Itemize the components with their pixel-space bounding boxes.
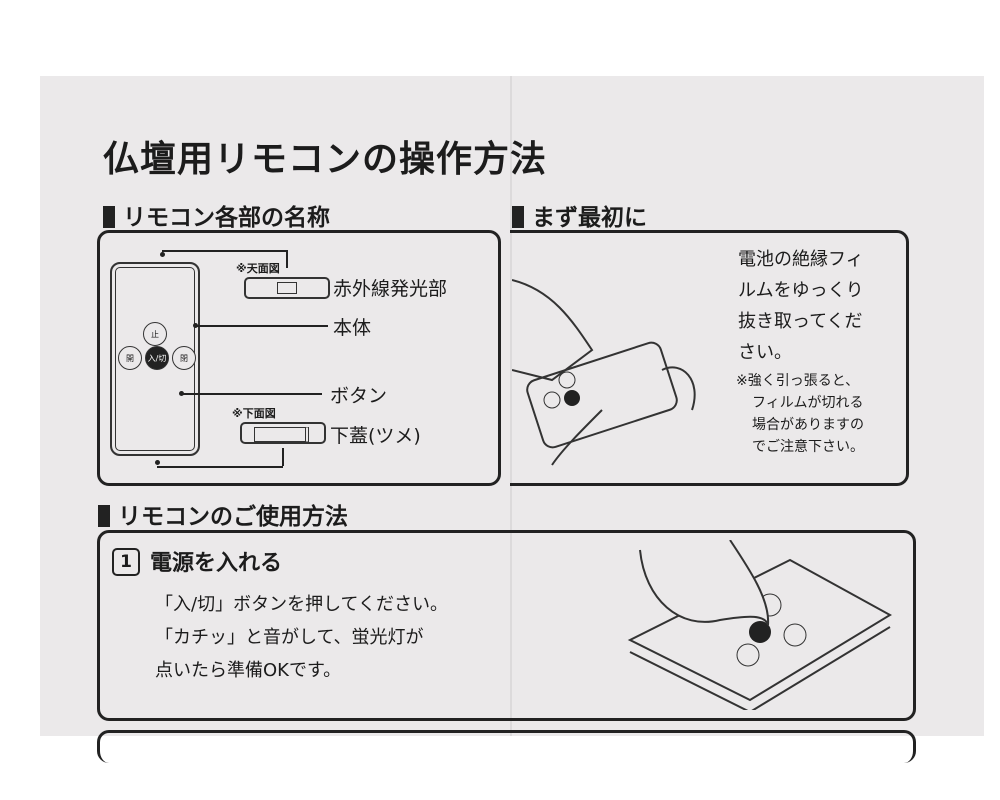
label-body: 本体 (333, 317, 372, 339)
close-button-illustration: 閉 (172, 346, 196, 370)
first-caution-note: ※強く引っ張ると、 フィルムが切れる 場合がありますの でご注意下さい。 (736, 373, 864, 455)
parts-diagram-box (97, 230, 501, 486)
document-page (40, 76, 984, 736)
open-button-illustration: 開 (118, 346, 142, 370)
stop-button-illustration: 止 (143, 322, 167, 346)
label-button: ボタン (330, 385, 388, 407)
bottom-view-note: ※下面図 (232, 407, 276, 420)
bottom-view-illustration (240, 422, 326, 444)
first-box (510, 230, 909, 486)
ir-emitter-icon (277, 282, 297, 294)
first-instruction: 電池の絶縁フィ ルムをゆっくり 抜き取ってくだ さい。 (738, 249, 864, 363)
fold-line (510, 76, 512, 736)
top-view-note: ※天面図 (236, 262, 280, 275)
section-heading-usage: リモコンのご使用方法 (98, 497, 348, 531)
usage-step-box (97, 530, 916, 721)
hand-pulling-film-illustration (512, 279, 696, 466)
step-title: 電源を入れる (150, 551, 283, 576)
next-step-box (97, 730, 916, 763)
section-heading-parts: リモコン各部の名称 (103, 198, 330, 232)
label-bottom-cover: 下蓋(ツメ) (330, 425, 421, 447)
step-instructions: 「入/切」ボタンを押してください。 「カチッ」と音がして、蛍光灯が 点いたら準備… (155, 594, 448, 681)
label-ir-emitter: 赤外線発光部 (333, 278, 448, 300)
step-number-badge: 1 (112, 548, 140, 576)
finger-pressing-remote-illustration (627, 540, 892, 710)
top-view-illustration (244, 277, 330, 299)
remote-illustration (110, 262, 200, 456)
section-heading-first: まず最初に (512, 198, 647, 232)
power-button-illustration: 入/切 (145, 346, 169, 370)
page-title: 仏壇用リモコンの操作方法 (103, 139, 548, 180)
